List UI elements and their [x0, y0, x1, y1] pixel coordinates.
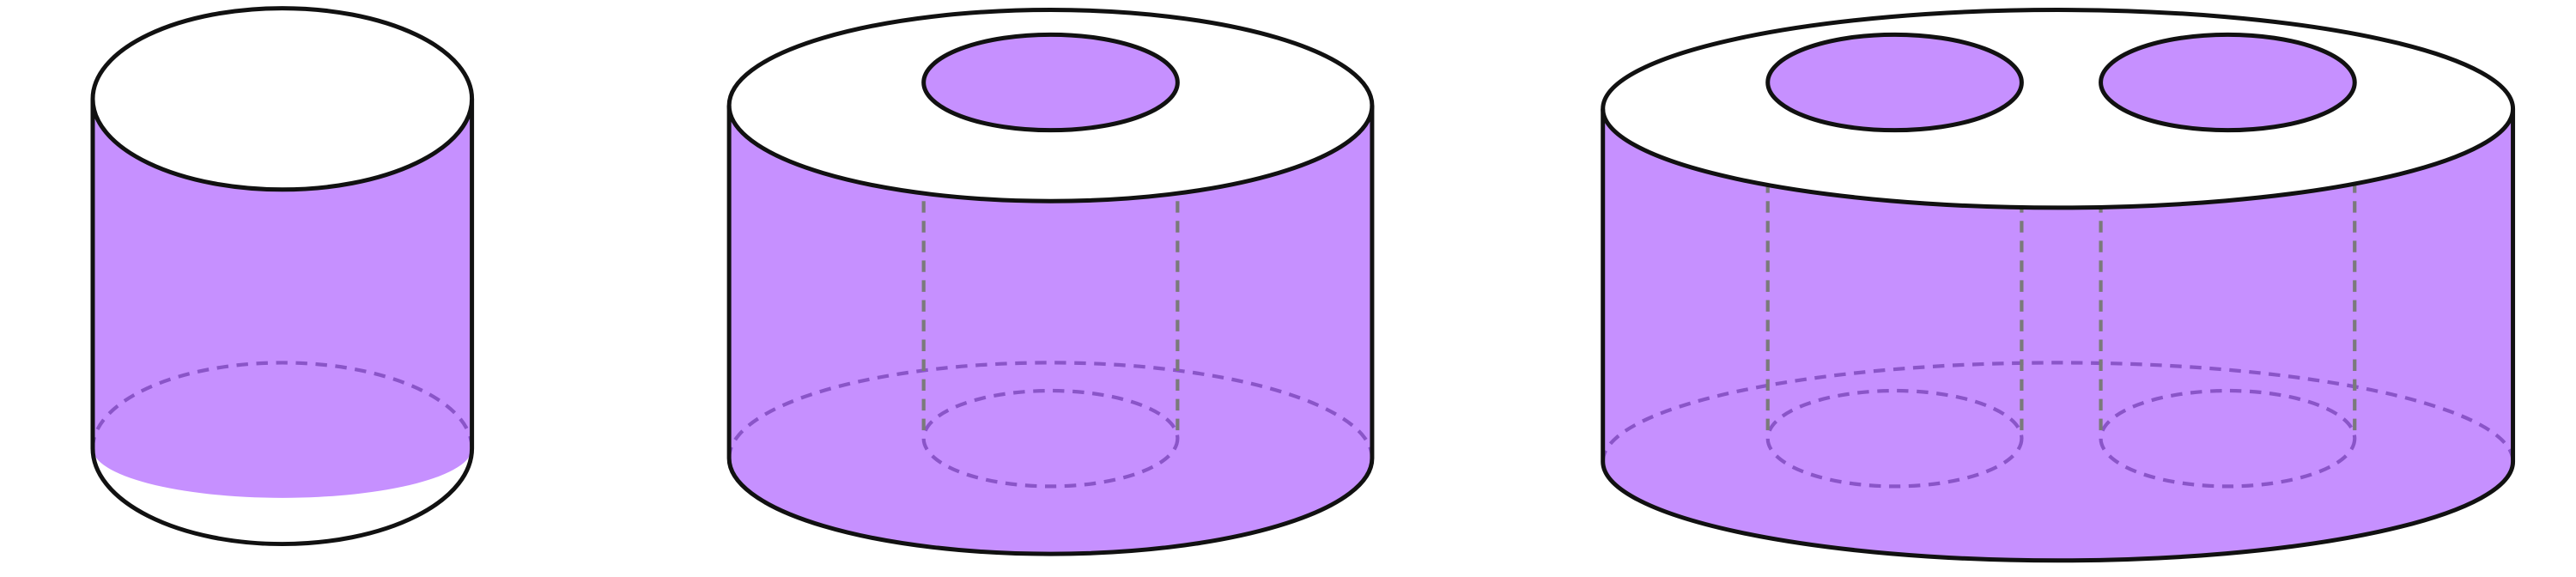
cylinder-with-one-hole: [726, 8, 1375, 556]
hole-opening: [1765, 32, 2024, 133]
bottom-hidden-edge: [1601, 361, 2515, 462]
cylinder-outline: [90, 99, 475, 547]
cylinder-outline: [726, 105, 1375, 556]
bottom-hidden-edge: [727, 361, 1375, 459]
hole-bottom-hidden-edge: [921, 388, 1180, 489]
hole-bottom-hidden-edge: [1765, 388, 2024, 489]
cylinder-outline: [1601, 108, 2516, 563]
top-face: [1601, 8, 2516, 210]
hole-opening: [2099, 32, 2357, 133]
cylinder-body: [729, 105, 1372, 555]
hole-bottom-hidden-edge: [2099, 388, 2357, 489]
hole-opening: [921, 32, 1180, 133]
cylinder-body: [93, 99, 472, 498]
top-face: [90, 6, 475, 192]
bottom-hidden-edge: [90, 361, 474, 449]
solid-cylinder: [90, 6, 475, 547]
cylinder-with-two-holes: [1601, 8, 2516, 563]
cylinder-body: [1602, 108, 2513, 561]
